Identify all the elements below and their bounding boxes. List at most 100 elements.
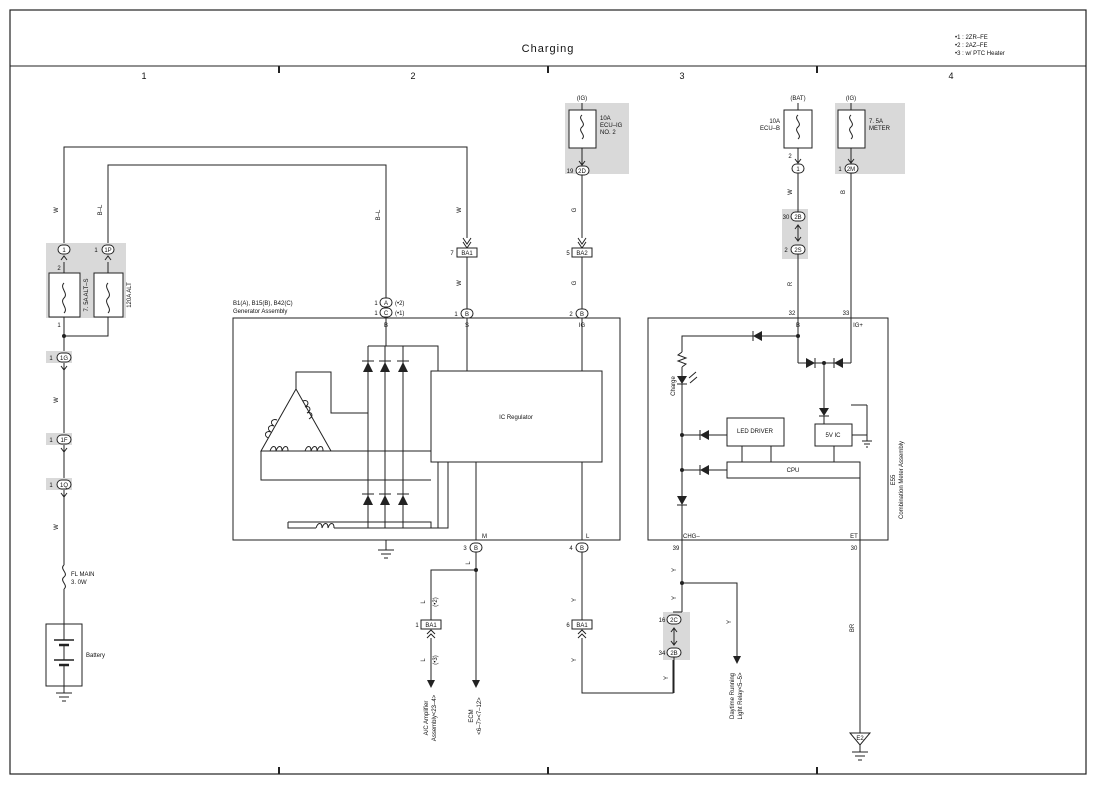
branch-note-3: (•3): [433, 655, 439, 664]
meter-term-b: B: [796, 323, 800, 329]
m-pin-3: 3: [463, 546, 467, 552]
pin-34: 34: [659, 651, 666, 657]
gen-term-s: S: [465, 323, 469, 329]
ba1-l-label: BA1: [425, 623, 437, 629]
pin-16: 16: [659, 618, 666, 624]
wire-w-1: W: [54, 207, 60, 213]
meter-pin-32: 32: [789, 311, 796, 317]
wire-w-6: W: [788, 189, 794, 195]
wire-l-1: L: [466, 561, 472, 565]
ba1-s-pin: 7: [450, 251, 454, 257]
column-label-2: 2: [410, 71, 415, 81]
gen-term-l: L: [586, 534, 590, 540]
s-conn-b: B: [465, 312, 469, 318]
conn-2m: 2M: [847, 167, 855, 173]
pin-19: 19: [567, 169, 574, 175]
ba2-label: BA2: [576, 251, 588, 257]
gen-term-ig: IG: [579, 323, 586, 329]
bat-pin-2: 2: [788, 154, 792, 160]
fuse-alt-120-label: 120A ALT: [127, 282, 133, 308]
wire-r-1: R: [788, 281, 794, 286]
wire-g-2: G: [572, 280, 578, 285]
gen-term-b: B: [384, 323, 388, 329]
wire-bl-1: B–L: [98, 204, 104, 215]
meter-name: Combination Meter Assembly: [899, 441, 905, 519]
charge-label: Charge: [671, 376, 677, 396]
fl-main-label-a: FL MAIN: [71, 572, 94, 578]
pin-2m: 1: [838, 167, 842, 173]
column-label-4: 4: [948, 71, 953, 81]
wire-w-2: W: [54, 397, 60, 403]
wire-w-3: W: [54, 524, 60, 530]
led-driver-label: LED DRIVER: [737, 429, 774, 435]
pin-1g: 1: [49, 356, 53, 362]
meter-pin-33: 33: [843, 311, 850, 317]
wire-g-1: G: [572, 207, 578, 212]
ecu-b-label-a: 10A: [769, 119, 780, 125]
bat-conn-1: 1: [796, 167, 800, 173]
pin-30: 30: [783, 215, 790, 221]
meter-fuse-label-b: METER: [869, 126, 891, 132]
wire-l-3: L: [421, 658, 427, 662]
dest-ecm-b: <6–7><7–12>: [477, 697, 483, 735]
conn-1f: 1F: [60, 438, 67, 444]
column-ruler: [278, 66, 818, 774]
ecu-ig-label-b: ECU–IG: [600, 123, 623, 129]
gen-pin-c: 1: [374, 311, 378, 317]
bat-source: (BAT): [790, 96, 805, 102]
wiring-column-3: [568, 103, 597, 309]
meter-pin-30: 30: [851, 546, 858, 552]
wire-l-2: L: [421, 600, 427, 604]
vic-label: 5V IC: [825, 433, 841, 439]
fl-main-label-b: 3. 0W: [71, 580, 87, 586]
wire-y-3: Y: [672, 568, 678, 572]
ecu-b-label-b: ECU–B: [760, 126, 780, 132]
wire-y-6: Y: [664, 676, 670, 680]
ba2-pin: 5: [566, 251, 570, 257]
ba1-s-label: BA1: [461, 251, 473, 257]
pin-1q: 1: [49, 483, 53, 489]
wire-w-4: W: [457, 207, 463, 213]
wire-y-5: Y: [727, 620, 733, 624]
wire-y-2: Y: [572, 658, 578, 662]
ig1-source: (IG): [577, 96, 587, 102]
wire-y-4: Y: [672, 596, 678, 600]
gen-term-m: M: [482, 534, 487, 540]
ig-pin-2: 2: [569, 312, 573, 318]
gen-pin-a: 1: [374, 301, 378, 307]
conn-1: 1: [62, 248, 66, 254]
generator-title-b: Generator Assembly: [233, 309, 287, 315]
pin-2s: 2: [784, 248, 788, 254]
generator-title-a: B1(A), B15(B), B42(C): [233, 301, 293, 307]
ba1-y-pin: 6: [566, 623, 570, 629]
ecu-ig-label-a: 10A: [600, 116, 611, 122]
dest-ac-a: A/C Amplifier: [424, 701, 430, 736]
m-conn-b: B: [474, 546, 478, 552]
conn-2b-lower: 2B: [670, 651, 677, 657]
conn-2b: 2B: [794, 215, 801, 221]
note-1: •1 : 2ZR–FE: [955, 35, 988, 41]
dest-drl-a: Daytime Running: [730, 673, 736, 719]
column-label-1: 1: [141, 71, 146, 81]
s-pin-1: 1: [454, 312, 458, 318]
cpu-label: CPU: [787, 468, 800, 474]
column-label-3: 3: [679, 71, 684, 81]
meter-fuse-label-a: 7. 5A: [869, 119, 883, 125]
combination-meter-assembly: [647, 103, 889, 761]
ba1-l-pin: 1: [415, 623, 419, 629]
gen-conn-a: A: [384, 301, 388, 307]
conn-1q: 1Q: [60, 483, 68, 489]
battery-label: Battery: [86, 653, 105, 659]
ic-regulator-label: IC Regulator: [499, 415, 533, 421]
diagram-title: Charging: [522, 43, 575, 55]
meter-term-et: ET: [850, 534, 858, 540]
wiring-column-1: [45, 146, 468, 702]
dest-ac-b: Assembly<23–4>: [432, 694, 438, 741]
gen-conn-c: C: [384, 311, 389, 317]
ground-e2: E2: [856, 736, 864, 742]
dest-drl-b: Light Relay<5–5>: [738, 672, 744, 720]
dest-ecm-a: ECM: [469, 709, 475, 722]
conn-2c: 2C: [670, 618, 678, 624]
branch-note-2: (•2): [433, 597, 439, 606]
